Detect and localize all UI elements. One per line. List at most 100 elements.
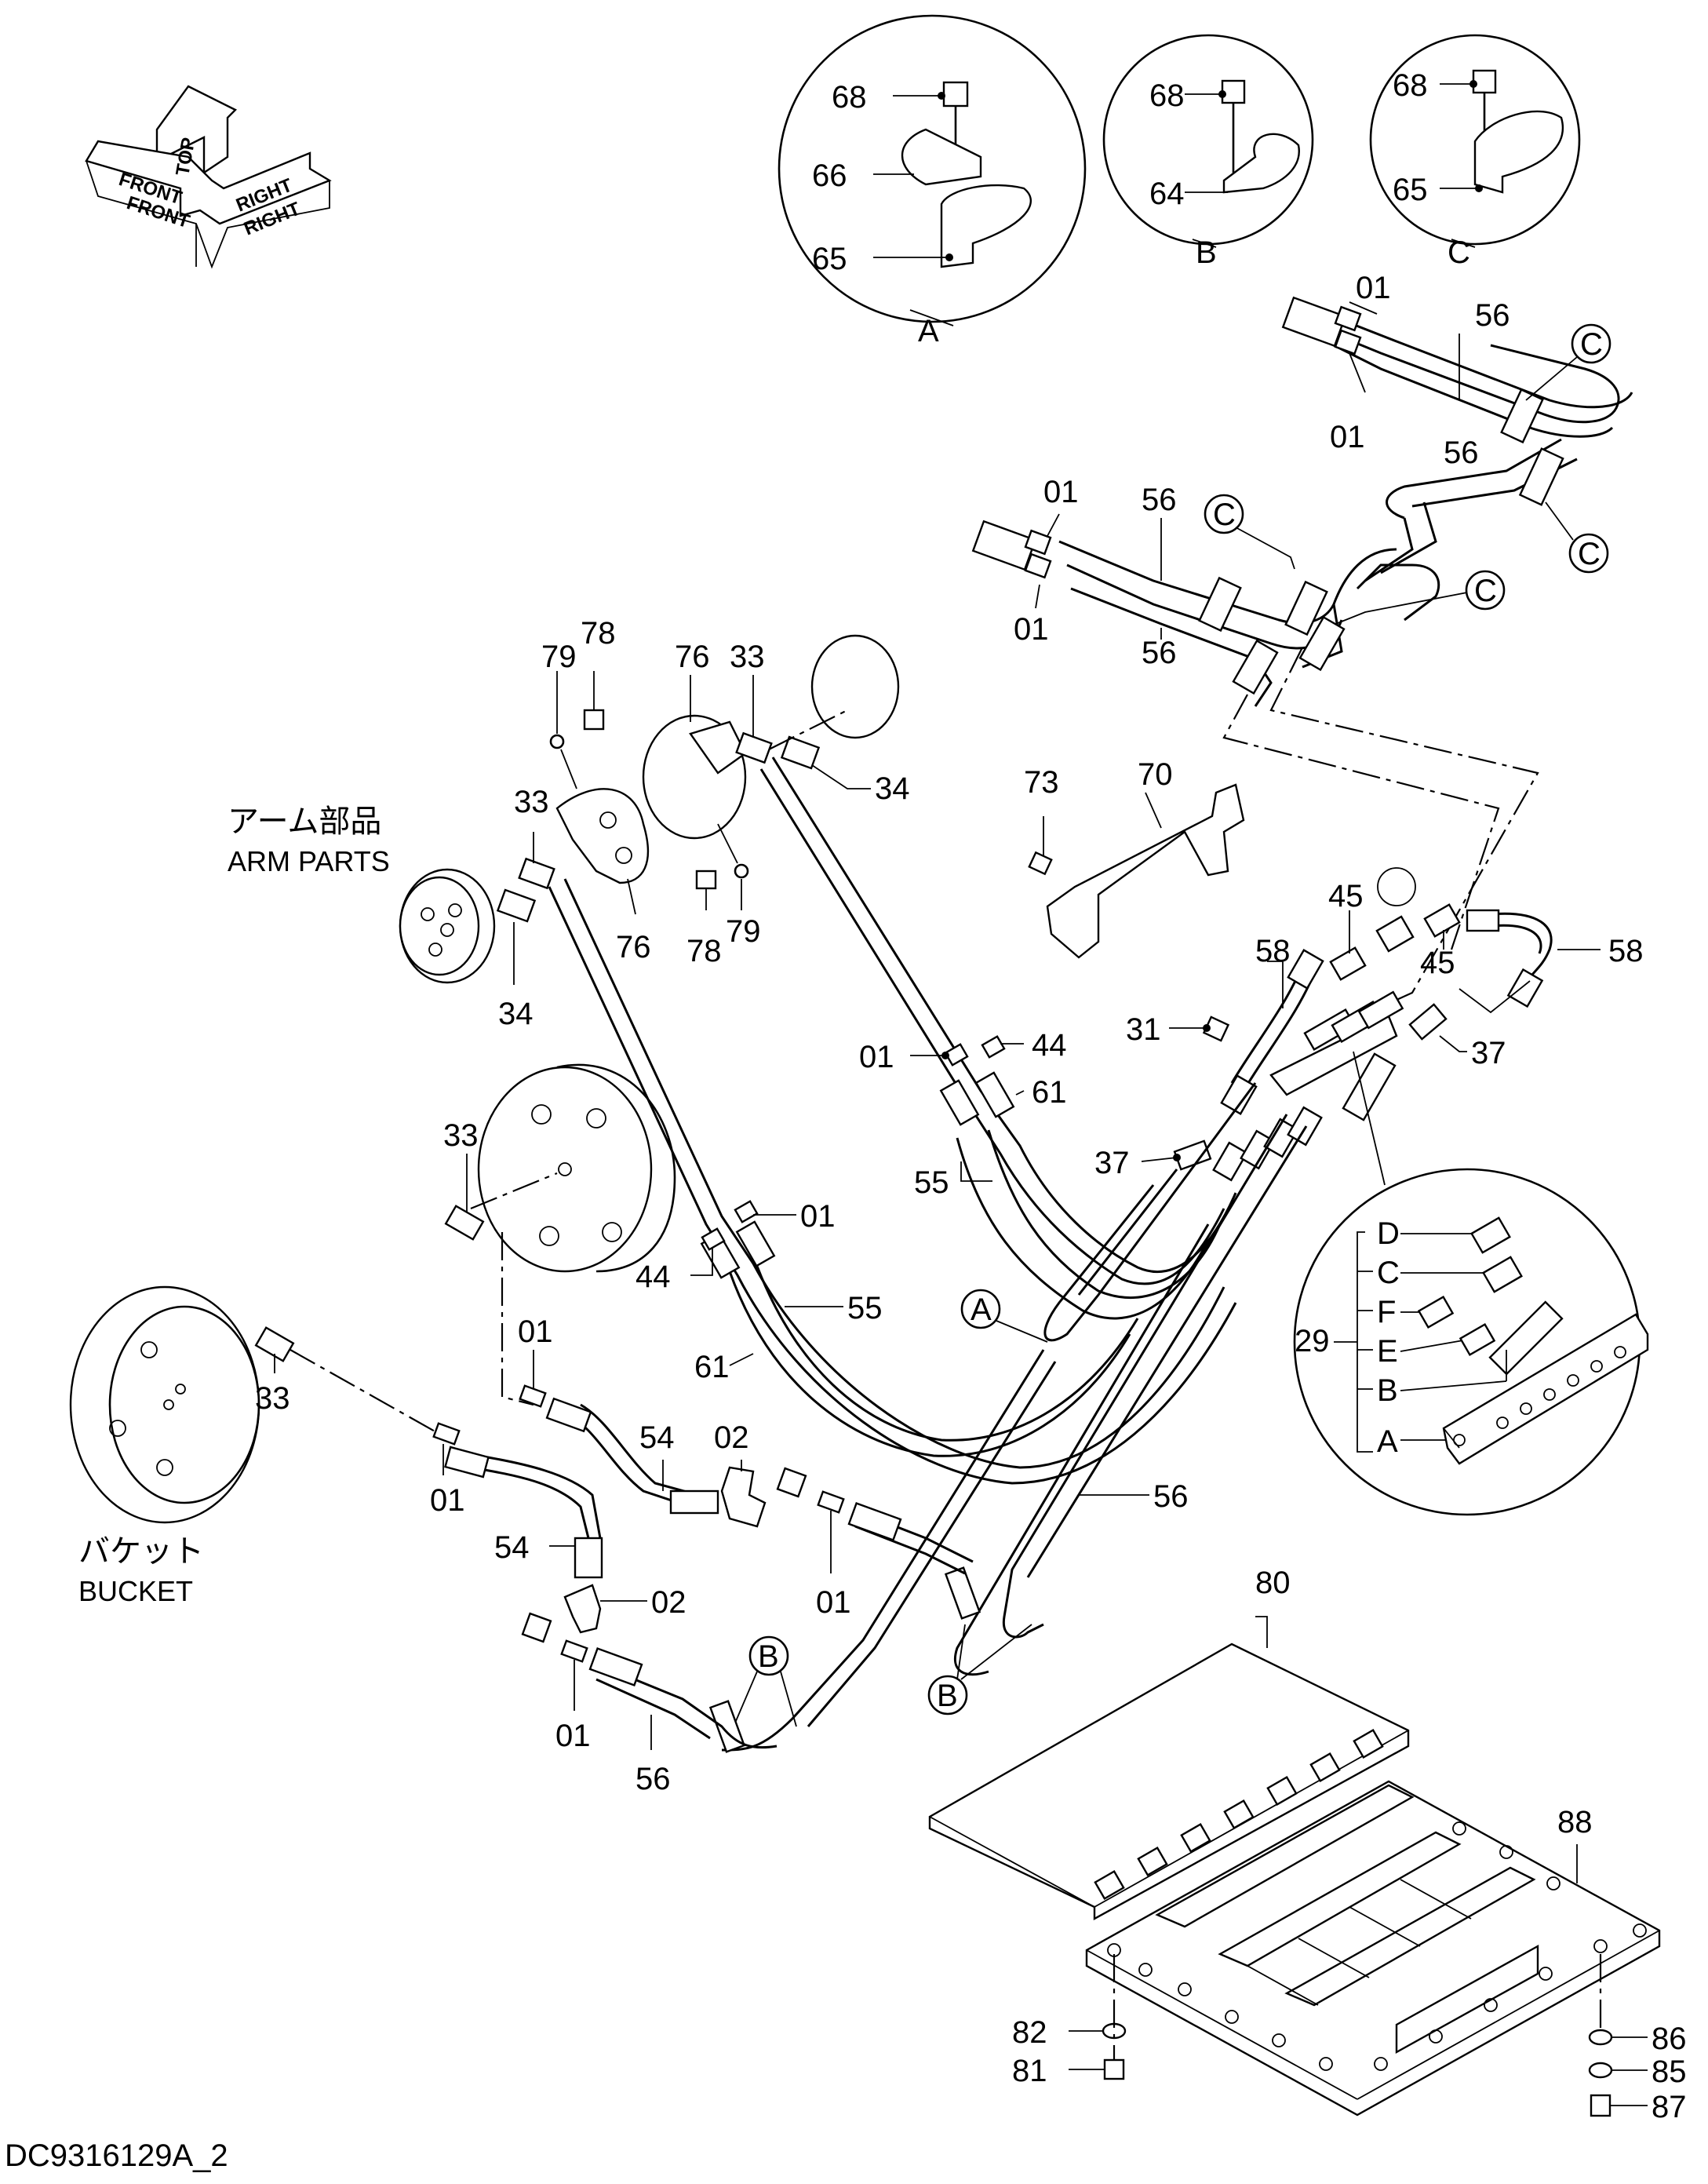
manifold-hoses: 58 58 45 45 31 37 37 bbox=[1094, 867, 1644, 1186]
arm-parts-jp-label: アーム部品 bbox=[228, 804, 381, 839]
detail-a-label: A bbox=[918, 314, 939, 348]
detail-view-b: B 68 64 bbox=[1102, 34, 1314, 270]
part-01-bucket2: 01 bbox=[430, 1483, 465, 1518]
part-33-center: 33 bbox=[443, 1118, 479, 1153]
part-34-top: 34 bbox=[875, 771, 910, 806]
part-56-upper1: 56 bbox=[1475, 298, 1510, 333]
detail-c-callout-2: C bbox=[1578, 537, 1601, 571]
part-78-left: 78 bbox=[581, 616, 616, 651]
detail-c-callout-1: C bbox=[1580, 327, 1603, 362]
part-88: 88 bbox=[1557, 1805, 1593, 1839]
port-c: C bbox=[1377, 1256, 1400, 1290]
main-hoses: 01 44 61 55 01 44 55 61 56 A B B bbox=[548, 757, 1308, 1753]
bucket-group: バケット BUCKET 33 01 54 01 54 02 02 bbox=[69, 1232, 974, 1796]
arm-parts-group: アーム部品 ARM PARTS 34 33 76 79 78 76 bbox=[228, 616, 910, 1031]
part-66-a: 66 bbox=[812, 159, 847, 193]
part-61-hose2: 61 bbox=[694, 1350, 730, 1384]
part-82: 82 bbox=[1012, 2015, 1047, 2050]
part-33-bucket: 33 bbox=[255, 1381, 290, 1416]
part-81: 81 bbox=[1012, 2054, 1047, 2088]
part-37-right: 37 bbox=[1471, 1036, 1506, 1070]
port-b: B bbox=[1377, 1373, 1398, 1408]
part-01-upper1: 01 bbox=[1356, 271, 1391, 305]
part-55-hose2: 55 bbox=[847, 1291, 883, 1325]
arm-parts-en-label: ARM PARTS bbox=[228, 845, 390, 877]
part-56-middle1: 56 bbox=[1142, 483, 1177, 517]
part-80: 80 bbox=[1255, 1566, 1291, 1600]
part-79-left: 79 bbox=[541, 640, 577, 674]
part-37-left: 37 bbox=[1094, 1146, 1130, 1180]
part-78-bottom: 78 bbox=[686, 934, 722, 968]
document-id: DC9316129A_2 bbox=[5, 2138, 228, 2173]
part-44-hose2: 44 bbox=[635, 1260, 671, 1294]
part-01-bucket1: 01 bbox=[518, 1314, 553, 1349]
connection-line-1 bbox=[1222, 694, 1500, 950]
port-a: A bbox=[1377, 1424, 1398, 1459]
detail-29-manifold: 29 D C F E B A bbox=[1293, 1168, 1649, 1516]
part-34-left: 34 bbox=[498, 997, 534, 1031]
detail-b-callout-1: B bbox=[758, 1639, 779, 1674]
part-45-lower: 45 bbox=[1420, 946, 1455, 980]
bracket-70: 70 73 bbox=[1024, 757, 1245, 959]
upper-pipe-assembly: 01 01 56 56 C C bbox=[1281, 271, 1633, 582]
part-68-b: 68 bbox=[1149, 78, 1185, 113]
center-left-disk: 33 bbox=[443, 1063, 676, 1273]
detail-b-callout-2: B bbox=[937, 1679, 958, 1713]
part-68-a: 68 bbox=[832, 80, 867, 115]
detail-view-c: C 68 65 bbox=[1369, 34, 1581, 270]
part-56-upper2: 56 bbox=[1444, 436, 1479, 470]
detail-b-label: B bbox=[1196, 235, 1217, 270]
part-76-left: 76 bbox=[616, 930, 651, 964]
part-68-c: 68 bbox=[1393, 68, 1428, 103]
part-54-upper: 54 bbox=[639, 1420, 675, 1455]
detail-c-label: C bbox=[1448, 235, 1470, 270]
detail-view-a: A 68 66 65 bbox=[778, 14, 1087, 348]
detail-a-callout: A bbox=[971, 1293, 992, 1327]
part-01-hose2: 01 bbox=[800, 1199, 836, 1234]
port-d: D bbox=[1377, 1216, 1400, 1251]
part-79-bottom: 79 bbox=[726, 914, 761, 949]
bucket-jp-label: バケット bbox=[78, 1534, 204, 1569]
cover-plate-80: 80 bbox=[928, 1566, 1410, 1921]
part-73: 73 bbox=[1024, 765, 1059, 800]
part-01-lower2: 01 bbox=[555, 1719, 591, 1753]
part-55-hose1: 55 bbox=[914, 1165, 949, 1200]
part-33-left: 33 bbox=[514, 785, 549, 819]
part-54-lower: 54 bbox=[494, 1530, 530, 1565]
orientation-indicator: FRONT FRONT TOP RIGHT RIGHT bbox=[85, 85, 332, 269]
part-02-upper: 02 bbox=[714, 1420, 749, 1455]
part-33-top: 33 bbox=[730, 640, 765, 674]
part-58-right: 58 bbox=[1608, 934, 1644, 968]
bucket-en-label: BUCKET bbox=[78, 1575, 193, 1607]
part-29: 29 bbox=[1295, 1324, 1330, 1358]
detail-c-callout-3: C bbox=[1213, 498, 1236, 532]
port-f: F bbox=[1377, 1295, 1396, 1329]
port-e: E bbox=[1377, 1334, 1398, 1369]
part-56-lower: 56 bbox=[635, 1762, 671, 1796]
part-61-hose1: 61 bbox=[1032, 1075, 1067, 1110]
part-01-lower1: 01 bbox=[816, 1585, 851, 1620]
part-86: 86 bbox=[1652, 2022, 1687, 2056]
detail-c-callout-4: C bbox=[1474, 574, 1497, 608]
part-85: 85 bbox=[1652, 2055, 1687, 2089]
part-01-middle2: 01 bbox=[1014, 612, 1049, 647]
part-31: 31 bbox=[1126, 1012, 1161, 1047]
part-87: 87 bbox=[1652, 2090, 1687, 2124]
part-01-hose1: 01 bbox=[859, 1040, 894, 1074]
part-58-left: 58 bbox=[1255, 934, 1291, 968]
part-70: 70 bbox=[1138, 757, 1173, 792]
part-01-middle1: 01 bbox=[1043, 475, 1079, 509]
middle-pipe-assembly: 01 01 56 56 C C bbox=[971, 475, 1506, 707]
part-76-top: 76 bbox=[675, 640, 710, 674]
cover-plate-88: 88 82 81 86 85 87 bbox=[1012, 1780, 1687, 2124]
part-01-upper2: 01 bbox=[1330, 420, 1365, 454]
part-56-center: 56 bbox=[1153, 1479, 1189, 1514]
part-44-hose1: 44 bbox=[1032, 1028, 1067, 1063]
part-56-middle2: 56 bbox=[1142, 636, 1177, 670]
part-02-lower: 02 bbox=[651, 1585, 686, 1620]
part-64-b: 64 bbox=[1149, 177, 1185, 211]
part-65-c: 65 bbox=[1393, 173, 1428, 207]
part-45-upper: 45 bbox=[1328, 879, 1364, 913]
part-65-a: 65 bbox=[812, 242, 847, 276]
